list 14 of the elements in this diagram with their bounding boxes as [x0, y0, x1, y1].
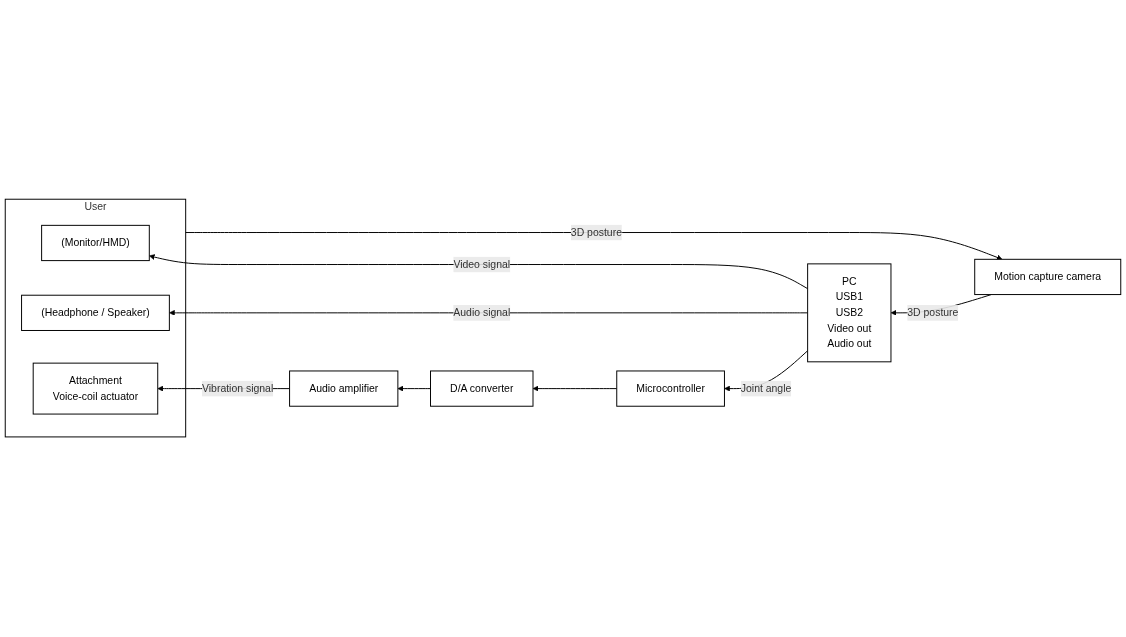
node-box: D/A converter	[430, 370, 534, 408]
edge-label: Video signal	[453, 259, 511, 271]
node-box: (Monitor/HMD)	[41, 225, 150, 262]
node-box: Audio amplifier	[289, 370, 399, 408]
edge-label: 3D posture	[570, 227, 622, 239]
node-box: PC USB1 USB2 Video out Audio out	[807, 263, 892, 363]
node-box: (Headphone / Speaker)	[21, 295, 170, 332]
node-box: Attachment Voice-coil actuator	[32, 363, 159, 415]
edge-label: Vibration signal	[202, 383, 274, 395]
node-box: Microcontroller	[616, 370, 725, 408]
edge-label: 3D posture	[907, 307, 959, 319]
edge-label: Joint angle	[740, 383, 792, 395]
node-box: Motion capture camera	[974, 259, 1122, 296]
edge-label: Audio signal	[453, 307, 511, 319]
